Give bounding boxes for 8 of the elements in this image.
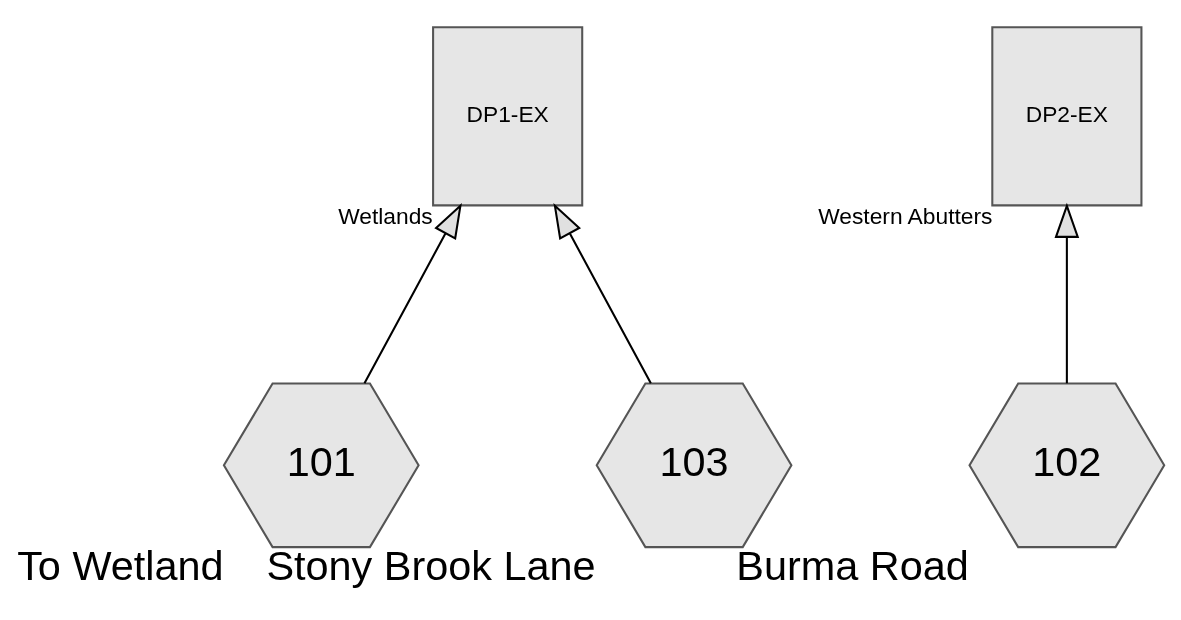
node-label: To Wetland	[17, 543, 224, 590]
node-label: Wetlands	[338, 202, 433, 229]
node-box: DP1-EX	[432, 26, 584, 207]
node-box: DP2-EX	[991, 26, 1143, 207]
arrow	[1054, 202, 1080, 384]
arrow	[553, 203, 652, 384]
node-label: Western Abutters	[818, 202, 993, 229]
arrow	[363, 203, 462, 384]
